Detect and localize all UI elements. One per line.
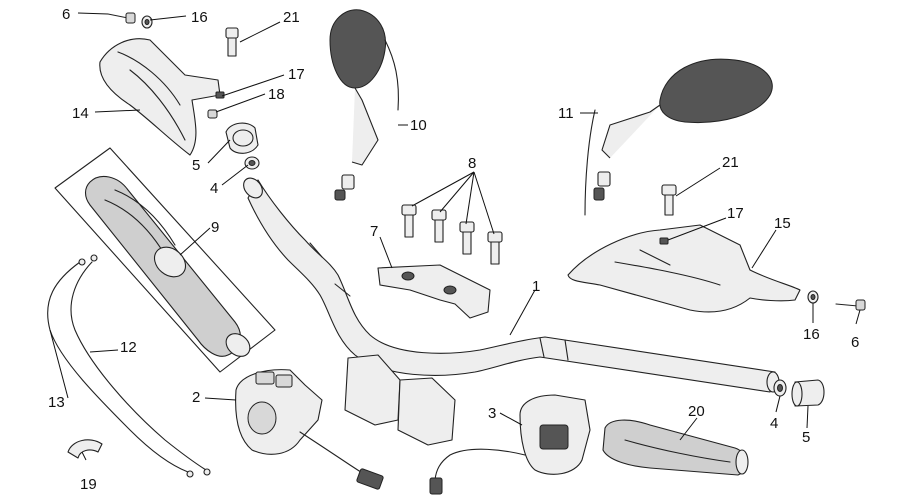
mirror-10-left bbox=[329, 9, 399, 201]
hand-guard-15 bbox=[567, 224, 801, 313]
callout-19: 19 bbox=[80, 476, 97, 493]
callout-labels: 6 16 21 14 17 18 5 4 9 10 11 8 21 17 15 … bbox=[48, 6, 859, 493]
callout-5-left: 5 bbox=[192, 157, 200, 174]
mirror-11-right bbox=[584, 58, 773, 216]
nut-4-right bbox=[773, 379, 787, 397]
callout-12: 12 bbox=[120, 339, 137, 356]
callout-6-right: 6 bbox=[851, 334, 859, 351]
washer-16-left bbox=[141, 15, 153, 29]
washer-16-right bbox=[807, 290, 819, 304]
lower-clamps bbox=[344, 354, 456, 446]
handlebar-tube bbox=[243, 177, 780, 393]
hand-guard-14 bbox=[99, 38, 221, 156]
callout-18: 18 bbox=[268, 86, 285, 103]
callout-7: 7 bbox=[370, 223, 378, 240]
callout-1: 1 bbox=[532, 278, 540, 295]
screw-17-left bbox=[215, 91, 225, 99]
bolt-21-left bbox=[225, 27, 239, 57]
callout-20: 20 bbox=[688, 403, 705, 420]
bar-end-weight-5-left bbox=[225, 122, 259, 154]
screw-6-right bbox=[835, 299, 866, 311]
grip-9-box bbox=[54, 147, 276, 373]
callout-21-right: 21 bbox=[722, 154, 739, 171]
bar-end-weight-5-right bbox=[791, 379, 825, 407]
callout-4-right: 4 bbox=[770, 415, 778, 432]
callout-16-right: 16 bbox=[803, 326, 820, 343]
callout-10: 10 bbox=[410, 117, 427, 134]
callout-8: 8 bbox=[468, 155, 476, 172]
nut-18-left bbox=[207, 109, 218, 119]
callout-4-left: 4 bbox=[210, 180, 218, 197]
callout-5-right: 5 bbox=[802, 429, 810, 446]
callout-17-left: 17 bbox=[288, 66, 305, 83]
cable-clip-19 bbox=[67, 439, 103, 459]
bolt-21-right bbox=[661, 184, 677, 216]
callout-16-left: 16 bbox=[191, 9, 208, 26]
callout-15: 15 bbox=[774, 215, 791, 232]
left-switch-2 bbox=[235, 369, 384, 490]
screw-6-left bbox=[107, 12, 136, 24]
nut-4-left bbox=[244, 156, 260, 170]
bolts-8 bbox=[401, 204, 503, 265]
callout-2: 2 bbox=[192, 389, 200, 406]
callout-9: 9 bbox=[211, 219, 219, 236]
callout-3: 3 bbox=[488, 405, 496, 422]
callout-14: 14 bbox=[72, 105, 89, 122]
right-switch-3 bbox=[429, 394, 591, 495]
callout-6-left: 6 bbox=[62, 6, 70, 23]
grip-20-right bbox=[602, 419, 749, 476]
callout-11: 11 bbox=[558, 105, 574, 122]
throttle-cables bbox=[47, 254, 211, 478]
upper-clamp-7 bbox=[377, 264, 491, 319]
callout-13: 13 bbox=[48, 394, 65, 411]
callout-17-right: 17 bbox=[727, 205, 744, 222]
callout-21-left: 21 bbox=[283, 9, 300, 26]
screw-17-right bbox=[659, 237, 669, 245]
leader-lines bbox=[49, 12, 861, 461]
